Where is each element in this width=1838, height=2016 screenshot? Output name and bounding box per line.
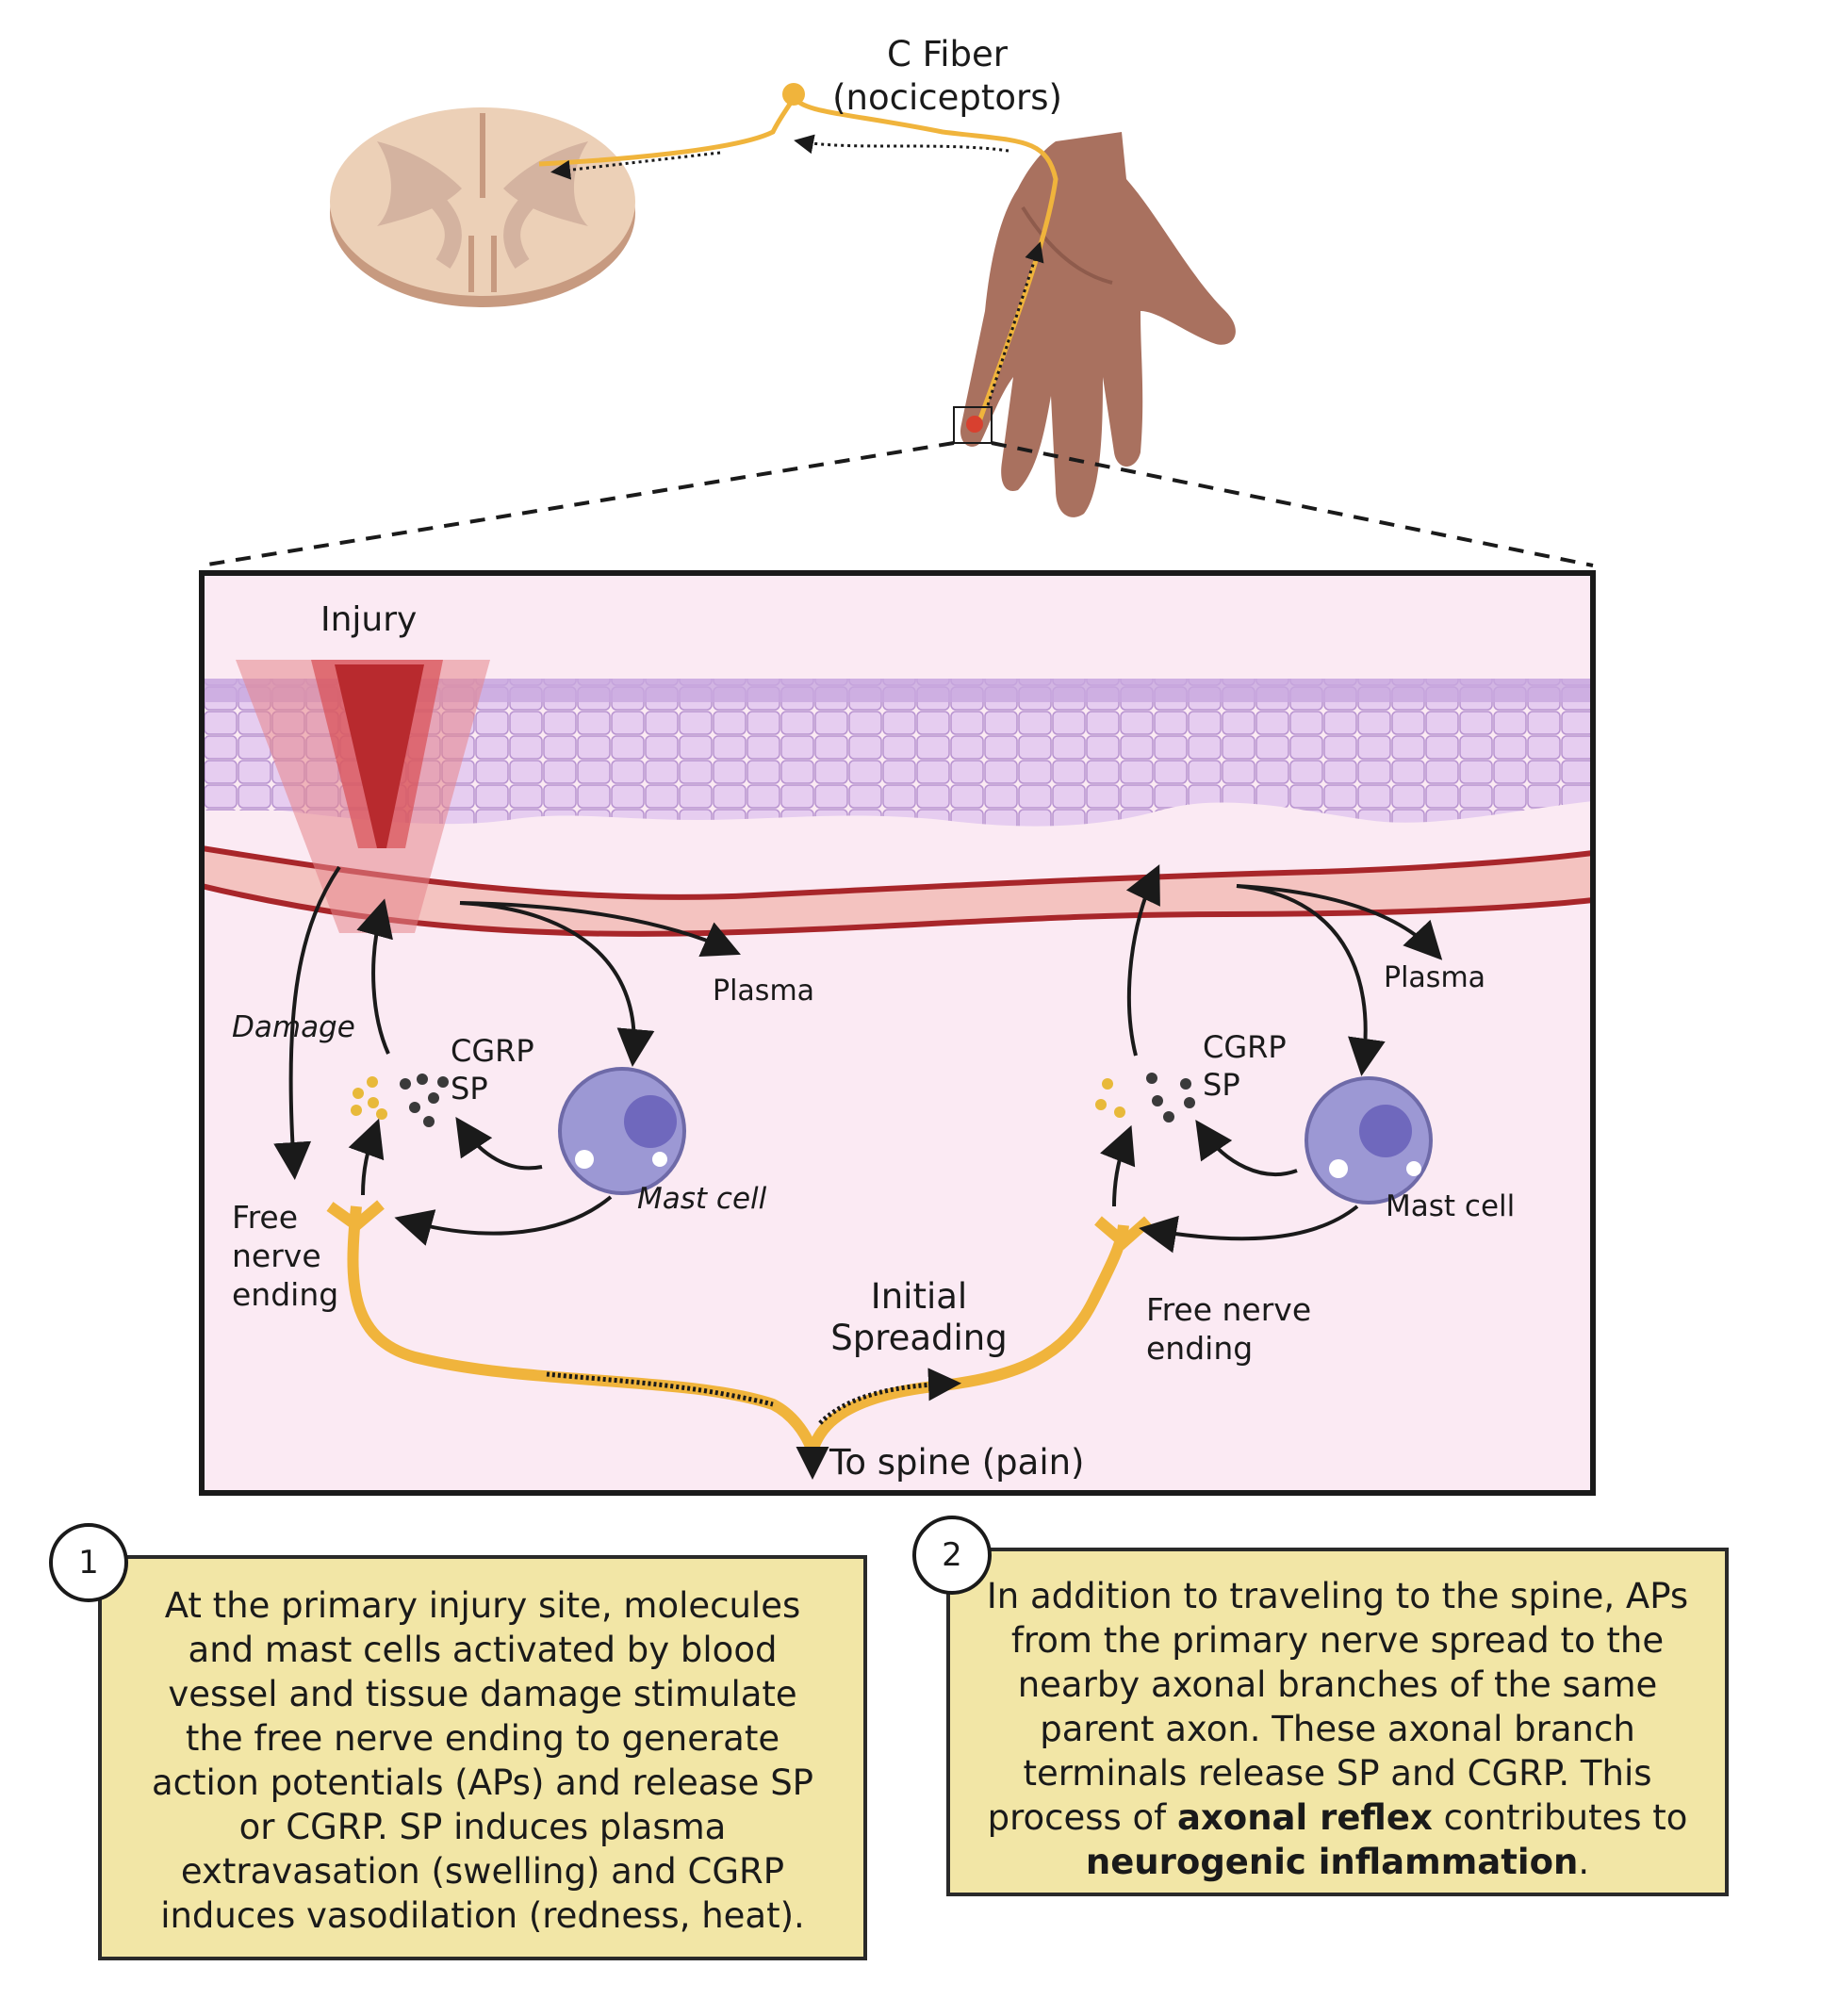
plasma-arrow-left [459, 901, 741, 958]
c-fiber-subtitle: (nociceptors) [832, 77, 1062, 118]
step1-line: action potentials (APs) and release SP [151, 1762, 813, 1803]
mast-cell-right-label: Mast cell [1386, 1189, 1516, 1223]
c-fiber-title: C Fiber [887, 34, 1008, 74]
spinal-cord-icon [330, 107, 635, 307]
step1-note: At the primary injury site, molecules an… [98, 1555, 867, 1960]
neurogenic-inflammation-term: neurogenic inflammation [1085, 1842, 1579, 1882]
step2-line-6: process of axonal reflex contributes to [950, 1795, 1725, 1840]
free-nerve-left-line3: ending [232, 1276, 339, 1313]
damage-arrow [273, 865, 341, 1180]
cgrp-arrow-right [1125, 864, 1160, 1057]
mast-cell-left-icon [558, 1067, 686, 1195]
fiber-soma [782, 83, 805, 106]
signal-arrow-up-finger [986, 241, 1044, 406]
cgrp-right-label: CGRP [1203, 1029, 1287, 1065]
plasma-left-label: Plasma [713, 975, 815, 1008]
step1-line: and mast cells activated by blood [188, 1630, 778, 1670]
mast-release-arrow-left [455, 1117, 543, 1171]
free-nerve-left-line1: Free [232, 1199, 299, 1236]
peptide-dots-left [351, 1074, 449, 1127]
step1-line: vessel and tissue damage stimulate [168, 1674, 797, 1714]
signal-arrow-to-soma [794, 134, 1009, 155]
step2-line: parent axon. These axonal branch [1040, 1709, 1635, 1749]
zoom-box [953, 406, 993, 444]
mast-release-arrow-right [1195, 1120, 1298, 1176]
nerve-release-arrow-right [1100, 1124, 1136, 1207]
cgrp-arrow-left [356, 898, 393, 1055]
sp-right-label: SP [1203, 1067, 1240, 1103]
damage-label: Damage [232, 1010, 355, 1044]
injury-dot [966, 416, 983, 433]
step2-line: nearby axonal branches of the same [1017, 1664, 1658, 1705]
initial-spreading-line1: Initial [870, 1276, 968, 1317]
step2-line: terminals release SP and CGRP. This [1023, 1753, 1652, 1794]
mast-to-nerve-arrow-right [1139, 1205, 1359, 1254]
zoom-line-left [201, 441, 955, 567]
free-nerve-right-line2: ending [1146, 1330, 1254, 1367]
step2-line-7: neurogenic inflammation. [950, 1840, 1725, 1884]
zoom-line-right [991, 441, 1594, 567]
peptide-dots-right [1095, 1073, 1195, 1123]
step1-line: or CGRP. SP induces plasma [238, 1807, 727, 1847]
step2-text: process of [987, 1797, 1177, 1838]
plasma-to-mast-arrow-left [459, 901, 655, 1067]
plasma-right-label: Plasma [1384, 961, 1486, 994]
tissue-inset [202, 573, 1593, 1493]
inset-frame [199, 570, 1596, 1496]
injury-label: Injury [320, 600, 418, 639]
signal-arrow-to-cord [550, 151, 721, 180]
cgrp-left-label: CGRP [451, 1033, 534, 1069]
initial-spreading-line2: Spreading [830, 1318, 1008, 1358]
step2-line: from the primary nerve spread to the [1010, 1620, 1665, 1661]
free-nerve-right-line1: Free nerve [1146, 1291, 1312, 1328]
plasma-arrow-right [1236, 884, 1443, 960]
hand-icon [960, 132, 1236, 517]
step1-line: induces vasodilation (redness, heat). [160, 1895, 805, 1936]
free-nerve-left-line2: nerve [232, 1237, 321, 1274]
step1-line: extravasation (swelling) and CGRP [180, 1851, 785, 1892]
step2-number: 2 [912, 1516, 992, 1595]
step1-number: 1 [49, 1523, 128, 1602]
step2-line: In addition to traveling to the spine, A… [986, 1576, 1689, 1616]
axonal-reflex-term: axonal reflex [1176, 1797, 1433, 1838]
mast-to-nerve-arrow-left [394, 1195, 613, 1246]
mast-cell-left-label: Mast cell [637, 1182, 767, 1216]
plasma-to-mast-arrow-right [1236, 884, 1386, 1076]
step2-text: . [1578, 1842, 1590, 1882]
step1-line: the free nerve ending to generate [185, 1718, 780, 1759]
mast-cell-right-icon [1305, 1076, 1433, 1205]
step2-note: In addition to traveling to the spine, A… [946, 1548, 1729, 1896]
sp-left-label: SP [451, 1071, 488, 1106]
nerve-release-arrow-left [348, 1118, 385, 1196]
step2-text: contributes to [1432, 1797, 1688, 1838]
to-spine-label: To spine (pain) [829, 1442, 1085, 1483]
step1-line: At the primary injury site, molecules [164, 1585, 801, 1626]
